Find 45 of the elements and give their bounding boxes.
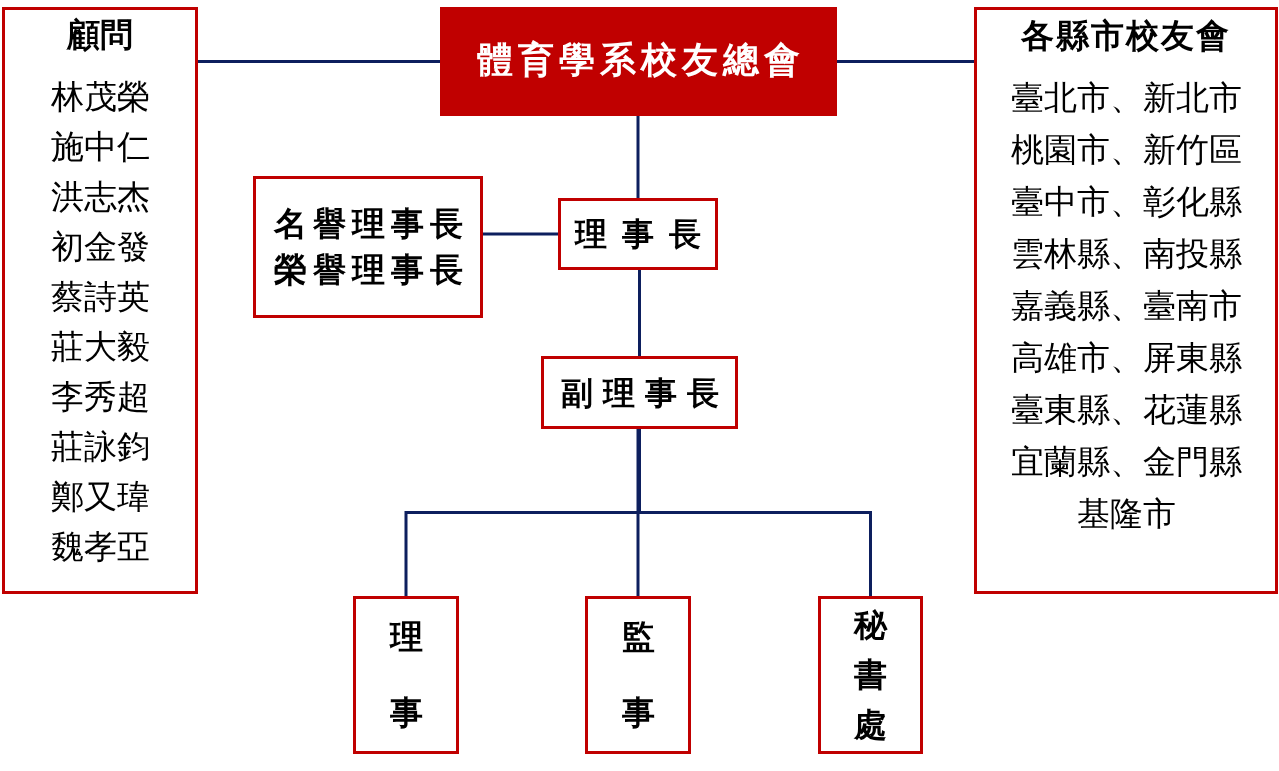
position-box [585,596,691,754]
position-title: 理事 [388,616,424,734]
connector-line [837,60,974,63]
region-line: 高雄市、屏東縣 [1010,337,1242,379]
connector-line [638,270,641,356]
side-panel [974,7,1278,594]
position-title: 秘書處 [852,604,889,746]
position-title: 監事 [620,616,656,734]
position-box [353,596,459,754]
connector-line [638,429,872,596]
title-box [440,7,837,116]
connector-line [198,60,440,63]
region-line: 桃園市、新竹區 [1010,129,1242,171]
person-name: 莊大毅 [50,326,150,368]
person-name: 莊詠鈞 [50,426,150,468]
region-line: 宜蘭縣、金門縣 [1010,441,1242,483]
position-title: 榮譽理事長 [273,249,469,291]
connector-line [636,429,640,596]
person-name: 洪志杰 [50,176,150,218]
position-box [558,198,718,270]
position-title: 副理事長 [560,372,729,413]
section-title: 各縣市校友會 [1021,15,1231,57]
region-line: 臺東縣、花蓮縣 [1010,389,1242,431]
person-name: 初金發 [50,226,150,268]
person-name: 李秀超 [50,376,150,418]
connector-line [636,116,640,198]
org-title: 體育學系校友總會 [477,37,805,82]
position-box [818,596,923,754]
position-title: 理事長 [575,214,716,254]
side-panel [2,7,198,594]
position-title: 名譽理事長 [273,203,469,245]
region-line: 嘉義縣、臺南市 [1010,285,1242,327]
region-line: 基隆市 [1076,493,1176,535]
person-name: 林茂榮 [50,76,150,118]
region-line: 臺北市、新北市 [1010,77,1242,119]
position-box [253,176,483,318]
connector-line [483,232,558,236]
person-name: 魏孝亞 [50,526,150,568]
section-title: 顧問 [67,14,133,56]
region-line: 臺中市、彰化縣 [1010,181,1242,223]
person-name: 施中仁 [50,126,150,168]
position-box [541,356,738,429]
person-name: 蔡詩英 [50,276,150,318]
region-line: 雲林縣、南投縣 [1010,233,1242,275]
person-name: 鄭又瑋 [50,476,150,518]
